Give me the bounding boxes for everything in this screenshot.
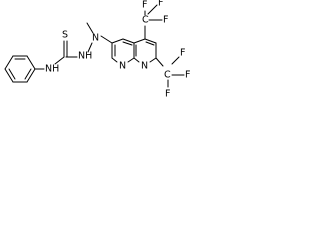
ring-bond	[111, 57, 118, 63]
structure-diagram: S NH NH N N N F C F F F C F F	[4, 0, 190, 100]
ring-bond	[149, 57, 157, 63]
ring-bond	[133, 38, 146, 44]
cf3-bond	[171, 56, 180, 65]
cf3-bottom-f3: F	[180, 48, 185, 59]
hydrazine-nh-atom: NH	[78, 51, 92, 62]
ring-nitrogen-left: N	[119, 61, 126, 72]
phenyl-bond	[26, 68, 36, 83]
cf3-bottom-carbon: C	[164, 70, 171, 81]
ring-bond	[133, 57, 140, 63]
ring-bond	[144, 38, 157, 44]
phenyl-double-bond	[8, 68, 16, 80]
phenyl-bond	[4, 68, 14, 83]
hydrazine-n-atom: N	[92, 33, 99, 44]
nh-n-bond	[87, 42, 93, 53]
n-methyl-bond	[86, 22, 94, 34]
cf3-bottom-f2: F	[165, 89, 170, 100]
thione-sulfur-atom: S	[62, 30, 68, 41]
phenyl-bond	[26, 55, 36, 70]
ring-nitrogen-right: N	[141, 61, 148, 72]
cf3-bond	[155, 57, 164, 67]
ring-bond	[111, 38, 124, 44]
ring-double-bond	[122, 41, 133, 46]
atom-labels: S NH NH N N N F C F F F C F F	[45, 0, 190, 100]
cf3-top-f2: F	[142, 0, 147, 11]
bonds	[4, 4, 185, 88]
cf3-top-f3: F	[158, 0, 163, 9]
ring-bond	[122, 38, 135, 44]
cf3-top-f1: F	[163, 15, 168, 26]
cf3-top-carbon: C	[142, 15, 149, 26]
phenyl-bond	[4, 55, 14, 70]
thioamide-nh-atom: NH	[45, 64, 59, 75]
ring-bond	[127, 57, 135, 63]
ring-double-bond	[145, 41, 155, 46]
n-ring-bond	[100, 35, 113, 44]
nh-carbon-bond	[54, 56, 65, 65]
phenyl-double-bond	[24, 68, 32, 80]
cf3-bottom-f1: F	[185, 70, 190, 81]
cf3-bond	[147, 4, 158, 15]
